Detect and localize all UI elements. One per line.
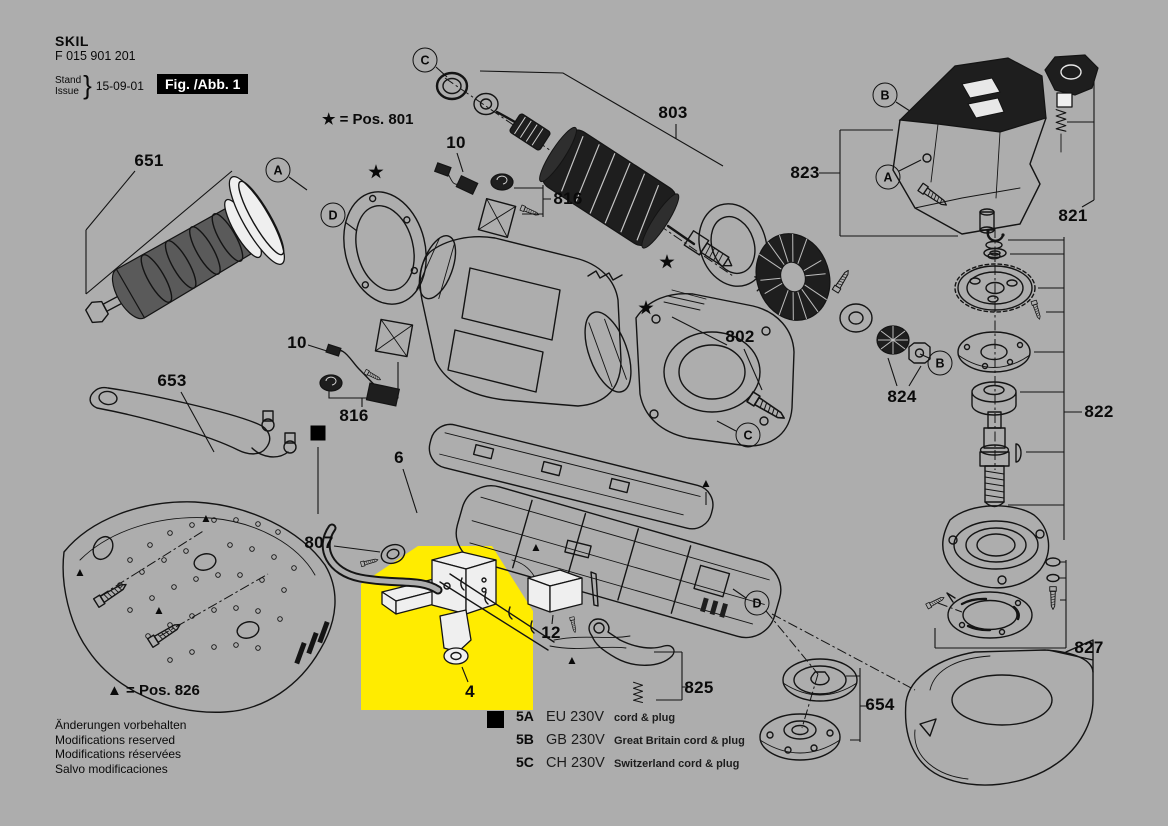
part-label-827: 827	[1074, 638, 1104, 657]
square-icon	[487, 711, 504, 728]
part-label-10-top: 10	[446, 133, 466, 152]
triangle-icon: ▲	[700, 476, 712, 490]
cord-grommet-drawing	[380, 543, 406, 565]
gear-housing-drawing	[892, 57, 1047, 260]
cord-desc: cord & plug	[614, 712, 676, 724]
figure-label: Fig. /Abb. 1	[157, 74, 249, 94]
cord-option-row: 5A EU 230V cord & plug	[516, 708, 745, 731]
part-label-816-left: 816	[339, 406, 369, 425]
part-label-653: 653	[157, 371, 187, 390]
part-label-822: 822	[1084, 402, 1114, 421]
field-coil-drawing	[635, 289, 795, 447]
wheel-guard-drawing	[904, 639, 1094, 786]
spindle-shaft-drawing	[979, 411, 1022, 508]
triangle-icon: ▲	[153, 603, 165, 617]
ref-marker-D: D	[320, 202, 346, 228]
note-line: Modifications réservées	[55, 747, 182, 762]
triangle-icon: ▲	[200, 511, 212, 525]
brace-glyph: }	[83, 70, 92, 100]
note-line: Modifications reserved	[55, 732, 176, 747]
spindle-gear-set-drawing	[954, 229, 1043, 508]
modification-notes: Änderungen vorbehalten Modifications res…	[55, 718, 186, 776]
part-label-654: 654	[865, 695, 895, 714]
capacitor-drawing	[511, 559, 583, 613]
legend-triangle: ▲ = Pos. 826	[107, 682, 200, 699]
triangle-icon: ▲	[566, 653, 578, 667]
cord-desc: Great Britain cord & plug	[614, 735, 745, 747]
header: SKIL F 015 901 201	[55, 33, 136, 63]
note-line: Änderungen vorbehalten	[55, 718, 187, 732]
leader-lines	[85, 66, 1095, 742]
upper-housing-drawing	[428, 423, 714, 530]
part-label-825: 825	[684, 678, 714, 697]
fan-assembly-drawing	[698, 203, 873, 333]
ref-marker-C: C	[735, 422, 761, 448]
part-label-803: 803	[658, 103, 688, 122]
brand-name: SKIL	[55, 33, 89, 49]
ref-marker-B: B	[927, 350, 953, 376]
cord-code: 5A	[516, 708, 534, 724]
part-label-807: 807	[304, 533, 334, 552]
issue-date: 15-09-01	[95, 78, 144, 93]
cord-option-row: 5B GB 230V Great Britain cord & plug	[516, 731, 745, 754]
triangle-icon: ▲	[530, 540, 542, 554]
triangle-icon: ▲	[74, 565, 86, 579]
model-number: F 015 901 201	[55, 49, 136, 63]
ref-marker-D: D	[744, 590, 770, 616]
part-label-816-top: 816	[553, 189, 583, 208]
clamp-ring-drawing	[946, 591, 1033, 639]
legend-star: ★ = Pos. 801	[322, 111, 414, 128]
ref-marker-A: A	[875, 164, 901, 190]
cord-option-row: 5C CH 230V Switzerland cord & plug	[516, 754, 745, 777]
ref-marker-A: A	[265, 157, 291, 183]
star-icon: ★	[638, 298, 654, 318]
spanner-wrench-drawing	[89, 386, 297, 458]
part-label-802: 802	[725, 327, 755, 346]
armature-drawing	[435, 71, 733, 268]
star-icon: ★	[368, 162, 384, 182]
cord-region: GB 230V	[546, 732, 605, 748]
square-icon	[310, 425, 326, 441]
cord-desc: Switzerland cord & plug	[614, 758, 740, 770]
bevel-pinion-drawing	[876, 325, 931, 364]
stand-issue-label: Stand Issue	[55, 74, 82, 97]
mounting-flange-set-drawing	[759, 658, 858, 761]
perforated-cover-drawing	[62, 501, 336, 713]
cord-code: 5C	[516, 754, 534, 770]
ref-marker-B: B	[872, 82, 898, 108]
part-label-824: 824	[887, 387, 917, 406]
issue-line: Stand Issue } 15-09-01	[55, 70, 144, 101]
bearing-flange-drawing	[925, 505, 1061, 610]
side-handle-drawing	[85, 176, 285, 324]
spindle-lock-knob-drawing	[1044, 54, 1099, 153]
cover-plate-drawing	[343, 191, 427, 305]
part-label-4: 4	[465, 682, 475, 701]
part-label-10-left: 10	[287, 333, 307, 352]
cord-code: 5B	[516, 731, 534, 747]
lower-housing-drawing	[455, 485, 782, 639]
cord-legend: 5A EU 230V cord & plug 5B GB 230V Great …	[516, 708, 745, 777]
part-label-821: 821	[1058, 206, 1088, 225]
note-line: Salvo modificaciones	[55, 761, 168, 776]
part-label-823: 823	[790, 163, 820, 182]
brush-set-left-drawing	[319, 318, 414, 407]
star-icon: ★	[659, 252, 675, 272]
cord-region: CH 230V	[546, 755, 605, 771]
brush-set-top-drawing	[433, 162, 541, 239]
cord-region: EU 230V	[546, 709, 605, 725]
part-label-12: 12	[541, 623, 561, 642]
lock-lever-drawing	[588, 618, 675, 704]
power-cord-drawing	[321, 523, 631, 651]
motor-housing-drawing	[416, 235, 632, 407]
part-label-651: 651	[134, 151, 164, 170]
part-label-6: 6	[394, 448, 404, 467]
ref-marker-C: C	[412, 47, 438, 73]
